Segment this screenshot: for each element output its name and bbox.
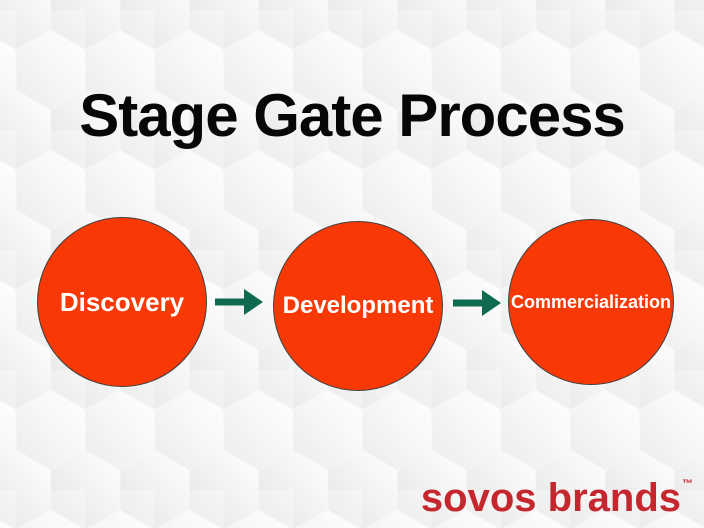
stage-circle-development: Development (273, 221, 443, 391)
stage-circle-commercialization: Commercialization (508, 219, 674, 385)
stage-label-discovery: Discovery (59, 286, 185, 317)
brand-logo: sovos brands™ (420, 476, 693, 520)
arrow-right-icon (453, 290, 501, 316)
slide-title: Stage Gate Process (79, 82, 626, 149)
brand-name: sovos brands (420, 476, 681, 520)
stage-label-development: Development (282, 292, 434, 319)
trademark-symbol: ™ (682, 478, 693, 490)
arrow-right-icon (215, 289, 263, 315)
stage-label-commercialization: Commercialization (510, 291, 672, 312)
stage-circle-discovery: Discovery (37, 217, 207, 387)
